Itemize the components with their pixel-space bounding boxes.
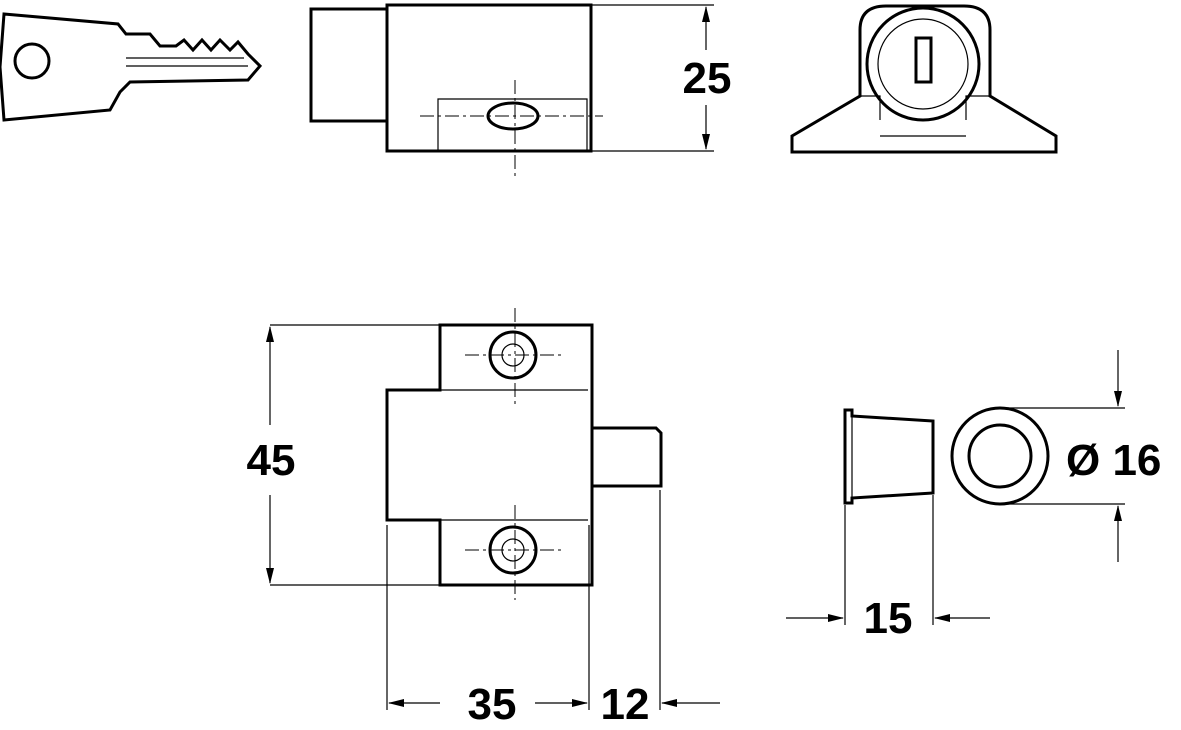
key-icon <box>0 12 263 122</box>
dimension-label-keep-depth: 15 <box>864 594 913 643</box>
dimension-height-top: 25 <box>591 4 732 152</box>
dimension-keep-depth: 15 <box>786 495 990 643</box>
dimension-bolt-projection: 12 <box>601 490 720 729</box>
latch-side-view <box>309 3 603 180</box>
dimension-label-keep-diameter: Ø 16 <box>1066 436 1161 485</box>
dimension-label-height-top: 25 <box>683 54 732 103</box>
latch-end-view <box>790 4 1058 154</box>
dimension-keep-diameter: Ø 16 <box>1000 350 1161 562</box>
keep-end-view <box>950 406 1050 506</box>
dimension-label-height-front: 45 <box>247 436 296 485</box>
dimension-label-body-length: 35 <box>468 680 517 729</box>
keep-side-view <box>843 408 935 505</box>
latch-front-view <box>385 308 663 600</box>
dimension-height-front: 45 <box>247 324 440 586</box>
dimension-label-bolt-projection: 12 <box>601 680 650 729</box>
dimension-body-length: 35 <box>386 525 590 729</box>
